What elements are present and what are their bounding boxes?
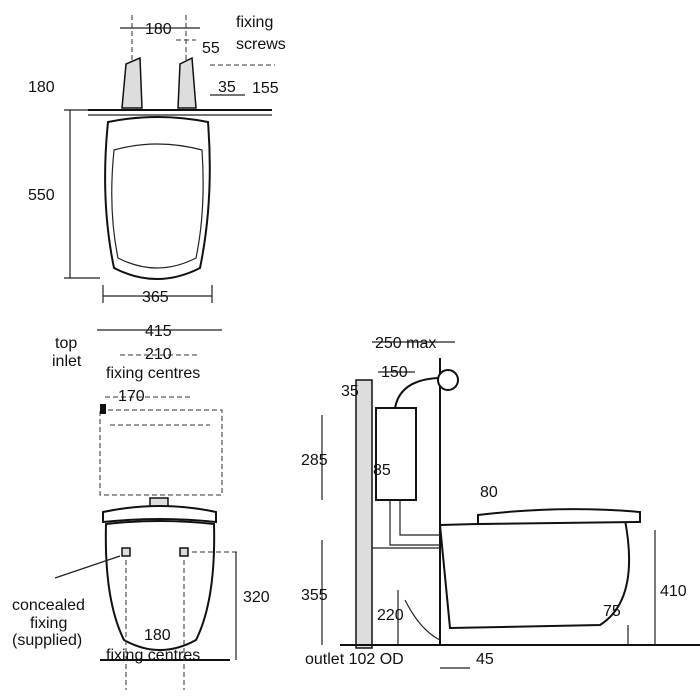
cistern-side	[375, 407, 417, 501]
inlet-marker	[100, 404, 106, 414]
dim-label: 150	[381, 364, 408, 381]
dim-label: 415	[145, 323, 172, 340]
dim-label: 365	[142, 289, 169, 306]
dim-label: 35	[341, 383, 359, 400]
bowl-top	[104, 116, 211, 280]
dim-label: 45	[476, 651, 494, 668]
note-label: fixing centres	[106, 365, 200, 382]
flush-plate	[437, 369, 459, 391]
seat-side	[477, 508, 641, 526]
leader-line	[54, 555, 121, 579]
dim-label: 35	[218, 79, 236, 96]
dim-label: 85	[373, 462, 391, 479]
top-view: 180 55 fixing screws 180 35 155 550 365	[28, 14, 286, 306]
dim-label: 550	[28, 187, 55, 204]
note-label: (supplied)	[12, 632, 82, 649]
dim-label: 220	[377, 607, 404, 624]
seat-top	[111, 143, 204, 269]
dim-label: 320	[243, 589, 270, 606]
dim-label: 410	[660, 583, 687, 600]
outlet-pipe	[404, 599, 441, 641]
dim-label: 180	[144, 627, 171, 644]
dim-label: 155	[252, 80, 279, 97]
note-label: fixing	[30, 615, 67, 632]
side-view: 250 max 150 35 285 85 80 355 220 410 75 …	[301, 335, 700, 669]
note-label: top	[55, 335, 77, 352]
seat-front	[102, 505, 217, 524]
dim-label: 210	[145, 346, 172, 363]
dim-label: 285	[301, 452, 328, 469]
fixing-right	[179, 547, 189, 557]
note-label: fixing centres	[106, 647, 200, 664]
dim-label: 355	[301, 587, 328, 604]
note-label: inlet	[52, 353, 82, 370]
dim-label: 250 max	[375, 335, 436, 352]
bowl-side	[438, 518, 631, 630]
flush-pipe	[399, 500, 440, 536]
dim-label: 170	[118, 388, 145, 405]
cistern-outline	[99, 409, 223, 496]
dim-label: 80	[480, 484, 498, 501]
bracket-right	[177, 56, 197, 109]
fixing-left	[121, 547, 131, 557]
note-label: screws	[236, 36, 286, 53]
wall-section	[355, 379, 373, 649]
note-label: concealed	[12, 597, 85, 614]
dim-label: 180	[28, 79, 55, 96]
note-label: fixing	[236, 14, 273, 31]
dim-label: 75	[603, 603, 621, 620]
dim-label: 55	[202, 40, 220, 57]
flush-cable	[394, 377, 439, 409]
flush-pipe	[389, 500, 440, 546]
bracket-left	[121, 56, 143, 109]
front-view: 415 top inlet 210 fixing centres 170 con…	[12, 323, 270, 690]
dim-label: 180	[145, 21, 172, 38]
note-label: outlet 102 OD	[305, 651, 404, 668]
